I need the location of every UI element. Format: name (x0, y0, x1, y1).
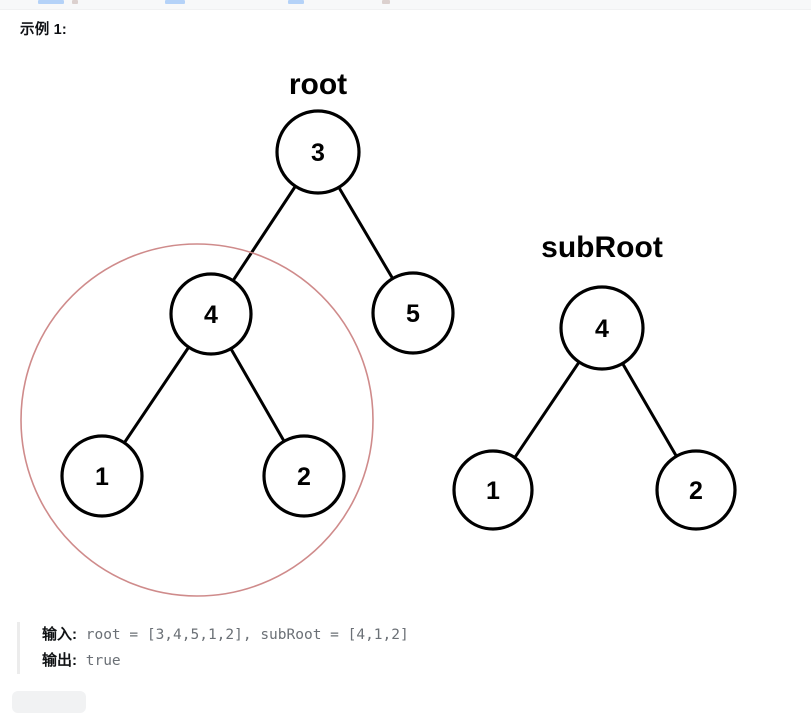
tree-node-value: 2 (689, 477, 703, 505)
tree-node-circle (655, 449, 737, 531)
tree-edge-s4-s2 (620, 361, 679, 459)
tree-node-circle (559, 285, 645, 371)
io-output-line: 输出: true (42, 648, 787, 674)
tree-edge-r3-r4 (230, 183, 298, 283)
tree-node-r4: 4 (169, 272, 253, 356)
tree-edge-r3-r5 (336, 184, 395, 281)
page-title: 示例 1: (20, 22, 67, 38)
tree-svg-canvas: 3 4 5 1 2 4 1 2 root subRoot (20, 68, 737, 597)
tree-node-circle (262, 434, 346, 518)
subtree-highlight-layer (20, 243, 374, 597)
tree-node-value: 1 (486, 477, 500, 505)
tree-labels-layer: root subRoot (289, 68, 663, 264)
io-output-label: 输出: (42, 652, 77, 669)
io-input-label: 输入: (42, 626, 77, 643)
binary-tree-diagram: 3 4 5 1 2 4 1 2 root subRoot (0, 48, 811, 613)
cutoff-toolbar-strip (0, 0, 811, 10)
tree-edge-r4-r2 (228, 346, 287, 444)
tree-node-value: 3 (311, 139, 325, 167)
tree-nodes-layer: 3 4 5 1 2 4 1 2 (60, 109, 737, 531)
tree-node-r1: 1 (60, 434, 144, 518)
cutoff-bottom-button[interactable] (12, 691, 86, 713)
tree-node-s4: 4 (559, 285, 645, 371)
tree-node-r2: 2 (262, 434, 346, 518)
tree-node-circle (371, 271, 455, 355)
tree-edges-layer (122, 183, 679, 460)
toolbar-fragment-2 (165, 0, 185, 4)
toolbar-fragment-3 (288, 0, 304, 4)
tree-node-value: 5 (406, 300, 420, 328)
tree-node-value: 4 (595, 315, 609, 343)
io-output-value: true (77, 653, 121, 669)
io-input-line: 输入: root = [3,4,5,1,2], subRoot = [4,1,2… (42, 622, 787, 648)
tree-node-r5: 5 (371, 271, 455, 355)
toolbar-fragment-1 (72, 0, 78, 4)
tree-node-value: 1 (95, 463, 109, 491)
tree-node-circle (60, 434, 144, 518)
tree-node-r3: 3 (275, 109, 361, 195)
tree-edge-s4-s1 (512, 359, 582, 460)
io-input-value: root = [3,4,5,1,2], subRoot = [4,1,2] (77, 627, 409, 643)
tree-node-circle (275, 109, 361, 195)
io-blockquote: 输入: root = [3,4,5,1,2], subRoot = [4,1,2… (17, 622, 787, 674)
tree-edge-r4-r1 (122, 344, 191, 446)
tree-node-value: 4 (204, 301, 218, 329)
toolbar-fragment-0 (38, 0, 64, 4)
tree-node-circle (169, 272, 253, 356)
tree-label-root: root (289, 68, 347, 101)
tree-node-s2: 2 (655, 449, 737, 531)
tree-node-circle (452, 449, 534, 531)
tree-label-subroot: subRoot (541, 231, 663, 264)
subtree-highlight-circle (20, 243, 374, 597)
toolbar-fragment-4 (382, 0, 390, 4)
tree-node-value: 2 (297, 463, 311, 491)
tree-node-s1: 1 (452, 449, 534, 531)
